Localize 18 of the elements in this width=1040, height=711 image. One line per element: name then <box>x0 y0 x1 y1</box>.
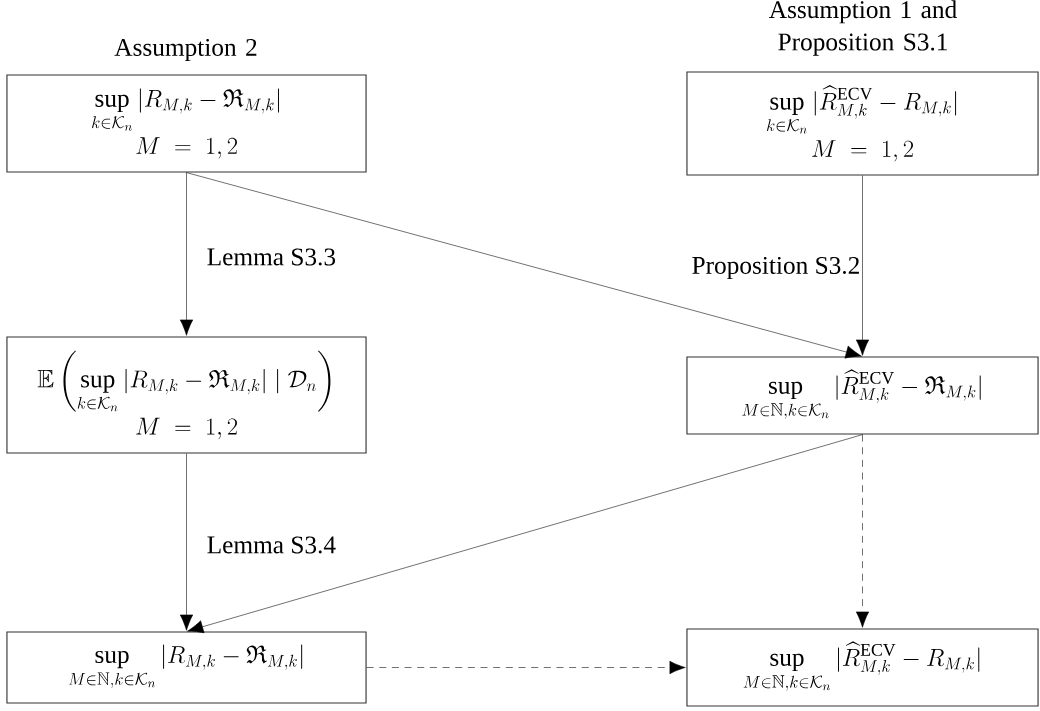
arrow <box>855 434 870 628</box>
arrow <box>366 660 686 675</box>
heading: Assumption 1 and Proposition S3.1 <box>769 0 957 56</box>
formula-box: $\sup_{k\in\mathcal{K}_n}|R_{M,k}-\mathfrak{R}_{M,k}|$ $M \;=\; 1,2$ <box>6 74 367 173</box>
arrow <box>179 453 194 631</box>
formula-box: $\mathbb{E}\left(\sup_{k\in\mathcal{K}_n}|R_{M,k}-\mathfrak{R}_{M,k}|\mid\mathcal{D}_n\right)$ $M \;=\; 1,2$ <box>6 336 367 454</box>
edge-label: Lemma S3.4 <box>207 536 336 554</box>
formula-box: $\sup_{M\in\mathbb{N},k\in\mathcal{K}_n}|\widehat{R}^{\mathrm{ECV}}_{M,k}-\mathfrak{R}_{M,k}|$ <box>686 356 1039 435</box>
arrow <box>187 434 863 634</box>
edge-label: Proposition S3.2 <box>692 256 859 280</box>
formula-box: $\sup_{M\in\mathbb{N},k\in\mathcal{K}_n}|R_{M,k}-\mathfrak{R}_{M,k}|$ <box>6 631 367 704</box>
arrow <box>186 172 862 359</box>
arrow <box>179 172 194 336</box>
heading: Assumption 2 <box>114 38 257 62</box>
arrow <box>855 175 870 356</box>
edge-label: Lemma S3.3 <box>207 248 336 266</box>
formula-box: $\sup_{k\in\mathcal{K}_n}|\widehat{R}^{\mathrm{ECV}}_{M,k}-R_{M,k}|$ $M \;=\; 1,2$ <box>686 71 1039 176</box>
formula-box: $\sup_{M\in\mathbb{N},k\in\mathcal{K}_n}|\widehat{R}^{\mathrm{ECV}}_{M,k}-R_{M,k}|$ <box>686 628 1039 707</box>
